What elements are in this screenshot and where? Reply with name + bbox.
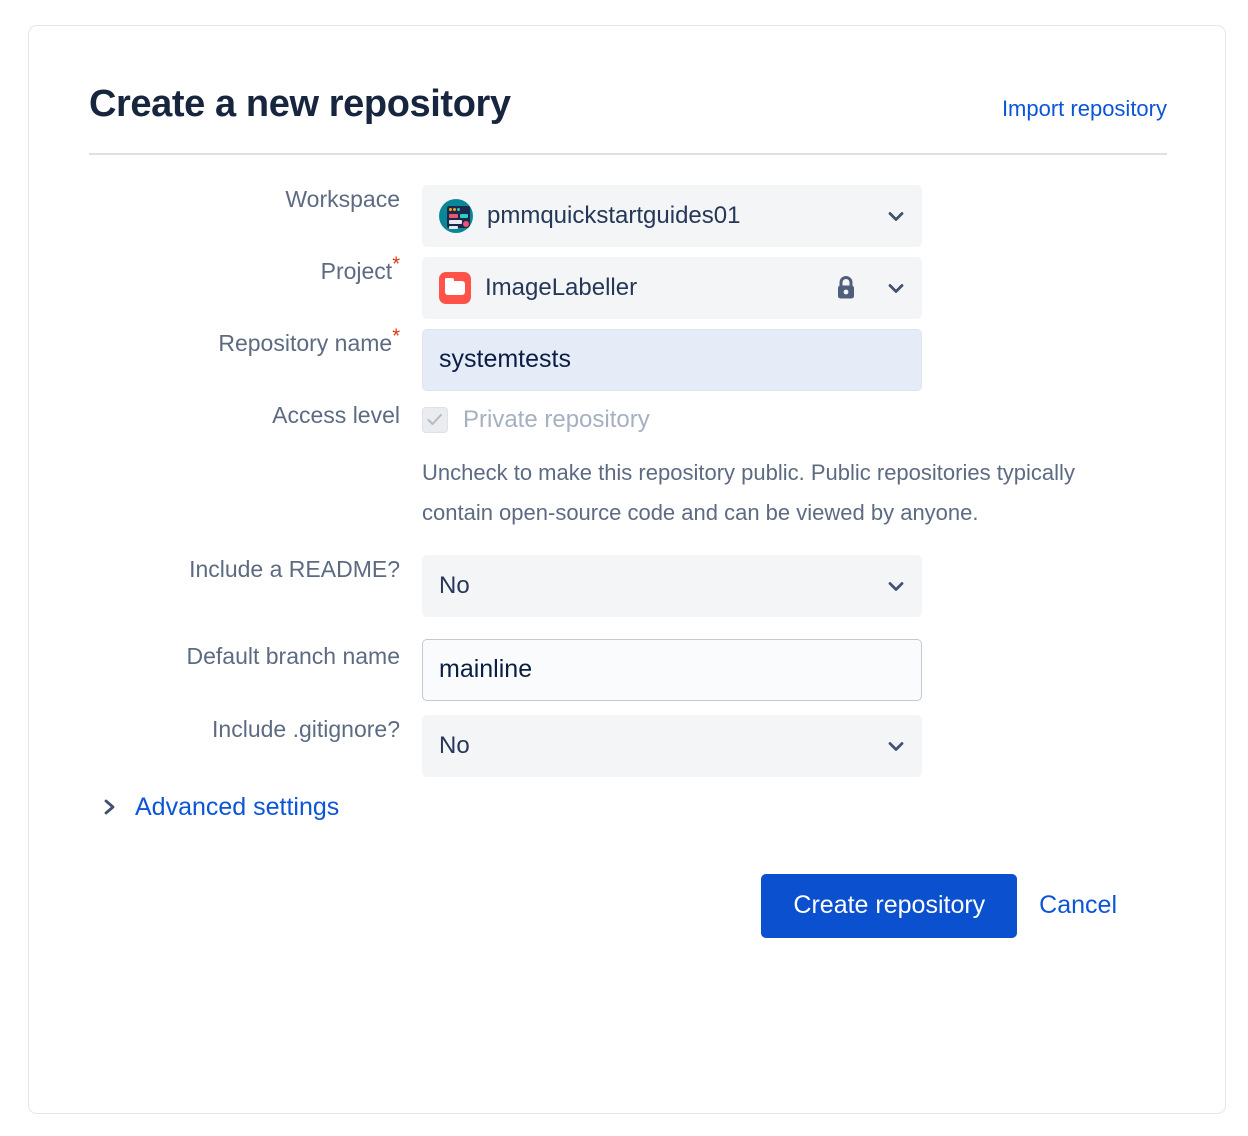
page-title: Create a new repository: [89, 83, 511, 125]
form-row-workspace: Workspace pmmquickstartguides01: [89, 184, 1167, 247]
include-gitignore-label-text: Include .gitignore?: [212, 715, 400, 742]
repository-name-required-star: *: [392, 324, 400, 347]
project-required-star: *: [392, 252, 400, 275]
repository-name-input[interactable]: [422, 328, 922, 391]
include-gitignore-select[interactable]: No: [422, 714, 922, 777]
project-label: Project*: [89, 254, 422, 285]
repository-name-label-text: Repository name: [218, 329, 393, 356]
private-repository-label: Private repository: [463, 405, 650, 433]
include-readme-select[interactable]: No: [422, 554, 922, 617]
workspace-field: pmmquickstartguides01: [422, 184, 1167, 247]
form-row-include-readme: Include a README? No: [89, 554, 1167, 617]
chevron-right-icon: [101, 796, 119, 818]
chevron-down-icon: [885, 205, 907, 227]
access-level-label-text: Access level: [272, 401, 400, 428]
import-repository-link[interactable]: Import repository: [1001, 96, 1167, 121]
include-gitignore-label: Include .gitignore?: [89, 715, 422, 743]
workspace-select[interactable]: pmmquickstartguides01: [422, 184, 922, 247]
default-branch-label: Default branch name: [89, 639, 422, 673]
create-repository-form: Workspace pmmquickstartguides01: [89, 184, 1167, 938]
form-row-include-gitignore: Include .gitignore? No: [89, 714, 1167, 777]
default-branch-input[interactable]: [422, 638, 922, 701]
project-label-text: Project: [320, 257, 393, 284]
lock-icon: [833, 274, 859, 302]
repository-name-label: Repository name*: [89, 326, 422, 357]
form-row-repository-name: Repository name*: [89, 326, 1167, 391]
workspace-value: pmmquickstartguides01: [487, 201, 741, 229]
include-readme-field: No: [422, 554, 1167, 617]
project-field: ImageLabeller: [422, 256, 1167, 319]
chevron-down-icon: [885, 277, 907, 299]
include-readme-label: Include a README?: [89, 555, 422, 583]
folder-icon: [439, 271, 471, 304]
access-level-label: Access level: [89, 401, 422, 429]
card-content: Create a new repository Import repositor…: [29, 26, 1225, 938]
default-branch-label-text: Default branch name: [186, 642, 400, 669]
workspace-label-text: Workspace: [285, 185, 400, 212]
repository-name-field: [422, 328, 1167, 391]
access-level-help-text: Uncheck to make this repository public. …: [422, 459, 1075, 525]
workspace-label: Workspace: [89, 185, 422, 213]
create-repository-button[interactable]: Create repository: [761, 873, 1018, 938]
access-level-field: Private repository Uncheck to make this …: [422, 401, 1167, 533]
project-select[interactable]: ImageLabeller: [422, 256, 922, 319]
check-icon[interactable]: [422, 406, 448, 433]
form-row-default-branch: Default branch name: [89, 638, 1167, 701]
form-actions: Create repository Cancel: [89, 873, 1167, 938]
chevron-down-icon: [885, 735, 907, 757]
chevron-down-icon: [885, 575, 907, 597]
include-readme-value: No: [439, 571, 470, 599]
form-row-project: Project* ImageLabeller: [89, 254, 1167, 319]
default-branch-field: [422, 638, 1167, 701]
advanced-settings-toggle[interactable]: Advanced settings: [101, 793, 1167, 822]
private-repository-checkbox-row[interactable]: Private repository: [422, 403, 1167, 437]
project-value: ImageLabeller: [485, 273, 638, 301]
create-repository-card: Create a new repository Import repositor…: [28, 25, 1226, 1114]
card-header: Create a new repository Import repositor…: [89, 82, 1167, 128]
header-divider: [89, 152, 1167, 155]
include-gitignore-field: No: [422, 714, 1167, 777]
include-gitignore-value: No: [439, 731, 470, 759]
form-row-access-level: Access level Private repository Uncheck …: [89, 401, 1167, 533]
include-readme-label-text: Include a README?: [189, 555, 400, 582]
advanced-settings-label: Advanced settings: [135, 792, 340, 821]
workspace-avatar-icon: [439, 198, 473, 233]
cancel-button[interactable]: Cancel: [1039, 891, 1117, 920]
